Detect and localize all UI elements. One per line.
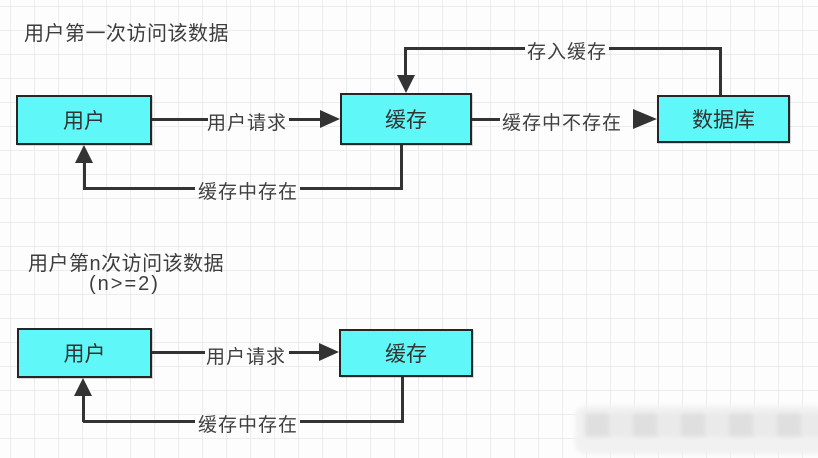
node-cache-2: 缓存 [339,329,473,377]
arrowhead-right-icon [633,109,657,129]
edge-user-request-line-2 [152,351,205,354]
edge-label-store-in-cache: 存入缓存 [527,42,608,63]
edge-label-not-in-cache: 缓存中不存在 [502,113,623,134]
node-cache-1: 缓存 [340,93,472,145]
edge-store-hline-left [404,47,525,50]
edge-user-request-line-1 [152,118,208,121]
edge-in-cache-hline-right-2 [300,420,404,423]
edge-in-cache-vline-left-2 [82,396,85,422]
edge-store-vline-right [719,48,722,95]
edge-label-in-cache-2: 缓存中存在 [198,415,299,436]
edge-in-cache-vline-left-1 [83,162,86,189]
arrowhead-down-icon [397,75,415,93]
edge-in-cache-vline-right-2 [401,377,404,422]
edge-label-user-request-2: 用户请求 [206,347,287,368]
section1-title: 用户第一次访问该数据 [24,23,229,45]
edge-user-request-line-1b [289,118,322,121]
arrowhead-up-icon [74,378,92,396]
edge-user-request-line-2b [289,351,321,354]
node-user-1: 用户 [16,95,152,145]
arrowhead-right-icon [320,110,340,128]
edge-store-vline-left [404,47,407,75]
edge-label-in-cache-1: 缓存中存在 [198,182,299,203]
node-database-1: 数据库 [657,95,790,143]
edge-in-cache-vline-right-1 [400,145,403,190]
arrowhead-up-icon [75,145,93,163]
edge-label-user-request-1: 用户请求 [207,113,288,134]
edge-in-cache-hline-left-2 [83,420,195,423]
watermark-mosaic [585,413,818,437]
node-user-2: 用户 [17,328,152,378]
arrowhead-right-icon [319,343,339,361]
section2-title: 用户第n次访问该数据 [28,253,225,275]
edge-store-hline-right [609,47,722,50]
edge-not-in-cache-line [472,118,500,121]
edge-in-cache-hline-left-1 [83,187,195,190]
section2-subtitle: (n>=2) [89,273,160,295]
edge-in-cache-hline-right-1 [300,187,403,190]
watermark-blur [575,406,818,454]
